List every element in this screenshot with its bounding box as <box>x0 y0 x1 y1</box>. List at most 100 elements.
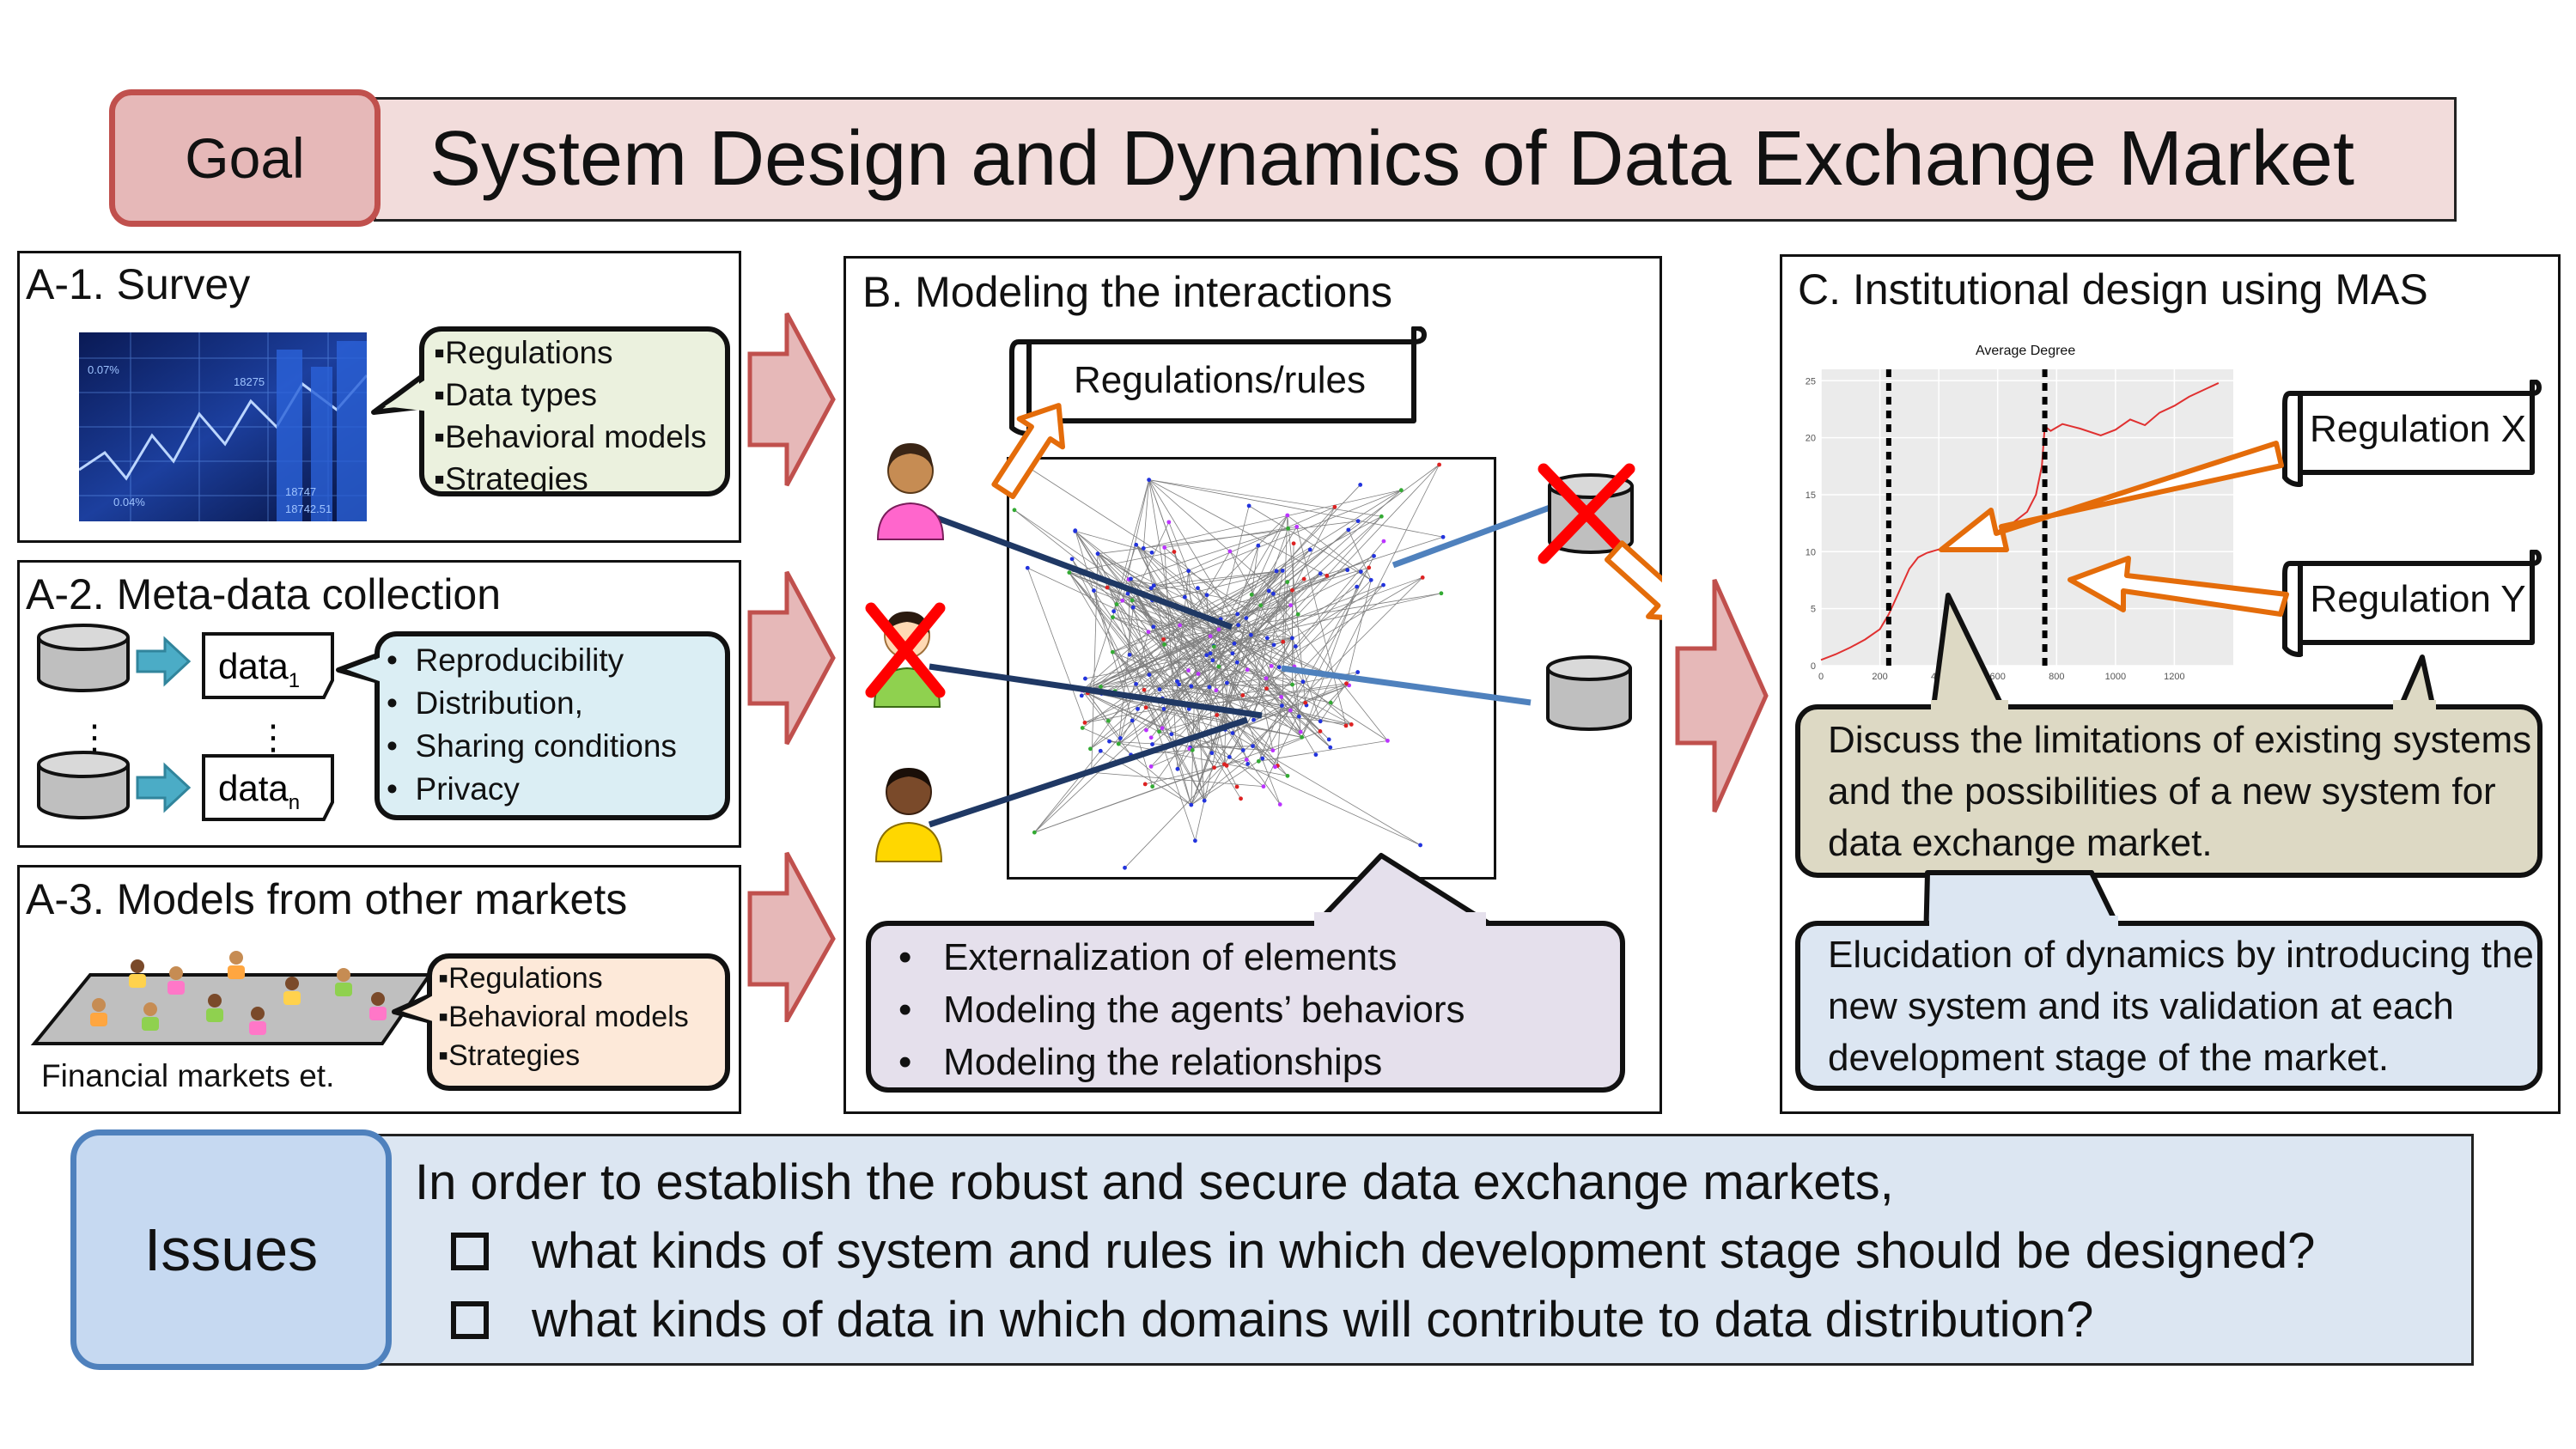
database-icon <box>37 624 130 692</box>
network-edge <box>1197 588 1302 738</box>
arrow-right-icon <box>136 636 192 687</box>
network-edge <box>1251 545 1259 595</box>
network-edge <box>1081 629 1220 697</box>
checkbox-icon[interactable] <box>451 1232 489 1270</box>
chart-x-tick: 800 <box>2049 672 2064 682</box>
network-edge <box>1124 764 1225 868</box>
network-node <box>1209 751 1215 756</box>
person-icon <box>142 1002 159 1031</box>
network-node <box>1092 588 1096 593</box>
network-node <box>1294 524 1300 529</box>
network-edge <box>1252 746 1288 776</box>
person-icon <box>335 968 352 996</box>
network-node <box>1286 526 1290 531</box>
agents-overlay <box>865 403 1662 862</box>
network-edge <box>1101 573 1321 694</box>
network-edge <box>1292 637 1321 721</box>
network-edge <box>1097 553 1244 696</box>
network-edge <box>1128 527 1288 580</box>
network-edge <box>1301 586 1358 738</box>
database-icon <box>37 751 130 819</box>
arrow-right-icon <box>747 570 836 746</box>
photo-number-4: 0.04% <box>113 496 145 508</box>
c-discuss-text: Discuss the limitations of existing syst… <box>1828 719 2532 864</box>
network-edge <box>1238 514 1288 625</box>
network-edge <box>1292 507 1336 591</box>
network-node <box>1215 713 1220 717</box>
a2-item: • Distribution, <box>387 685 583 721</box>
network-node <box>1367 565 1372 570</box>
data-document-icon <box>202 632 334 699</box>
network-node <box>1067 570 1072 575</box>
network-node <box>1264 636 1270 641</box>
a1-callout <box>419 326 730 496</box>
network-edge <box>1026 568 1086 723</box>
network-edge <box>1278 567 1370 668</box>
network-edge <box>1194 685 1349 707</box>
network-node <box>1141 545 1146 551</box>
network-node <box>1111 609 1117 614</box>
network-edge <box>1112 569 1348 653</box>
network-node <box>1344 681 1349 686</box>
network-node <box>1279 695 1284 699</box>
network-node <box>1318 719 1323 724</box>
network-edge <box>1148 479 1382 517</box>
photo-number-1: 18275 <box>234 375 265 388</box>
network-edge <box>1148 479 1317 755</box>
network-node <box>1245 761 1251 766</box>
network-node <box>1381 582 1385 588</box>
network-edge <box>1214 506 1336 648</box>
goal-title: System Design and Dynamics of Data Excha… <box>429 116 2354 202</box>
network-node <box>1204 593 1209 598</box>
chart-y-tick: 5 <box>1811 605 1816 615</box>
arrow-right-icon <box>1675 578 1769 813</box>
network-node <box>1224 763 1229 768</box>
average-degree-chart: 0510152025020040060080010001200 <box>1806 369 2233 682</box>
network-node <box>1189 802 1194 807</box>
network-node <box>1418 843 1422 848</box>
network-edge <box>1289 709 1301 733</box>
network-edge <box>1148 613 1238 633</box>
c-discuss-callout <box>1795 704 2543 878</box>
network-node <box>1105 585 1110 590</box>
chart-x-tick: 200 <box>1872 672 1887 682</box>
issues-question: what kinds of system and rules in which … <box>451 1222 2315 1280</box>
network-edge <box>1109 740 1288 776</box>
network-edge <box>1154 506 1336 587</box>
regulations-rules-label: Regulations/rules <box>1074 359 1366 401</box>
network-edge <box>1075 531 1215 768</box>
network-node <box>1148 586 1154 591</box>
network-node <box>1300 734 1305 740</box>
chart-y-tick: 15 <box>1806 490 1816 501</box>
person-icon <box>283 977 301 1005</box>
network-edge <box>1191 528 1288 806</box>
network-node <box>1166 520 1172 525</box>
network-node <box>1325 573 1330 578</box>
network-node <box>1120 598 1125 603</box>
network-node <box>1368 577 1373 582</box>
svg-text:data1: data1 <box>218 646 300 692</box>
a1-item: ▪Behavioral models <box>434 419 707 454</box>
network-edge <box>1091 771 1264 788</box>
network-edge <box>1034 636 1211 833</box>
big-arrows-a-to-b <box>747 312 836 1022</box>
cross-mark-icon <box>865 602 946 698</box>
market-agents-illustration <box>30 951 429 1045</box>
network-node <box>1290 636 1294 641</box>
network-node <box>1307 547 1312 552</box>
goal-title-bar <box>374 97 2457 222</box>
network-edge <box>1292 567 1369 591</box>
network-node <box>1169 732 1174 737</box>
b-title: B. Modeling the interactions <box>862 268 1393 316</box>
network-node <box>1099 685 1103 689</box>
checkbox-icon[interactable] <box>451 1300 489 1339</box>
network-edge <box>1136 545 1244 751</box>
network-node <box>1290 588 1294 593</box>
network-node <box>1216 627 1221 632</box>
orange-arrow-x <box>1939 441 2284 552</box>
network-node <box>1186 569 1191 574</box>
network-node <box>1398 488 1404 493</box>
regulations-rules-scroll <box>1009 326 1427 436</box>
network-edge <box>1129 654 1274 751</box>
network-node <box>1349 722 1354 727</box>
